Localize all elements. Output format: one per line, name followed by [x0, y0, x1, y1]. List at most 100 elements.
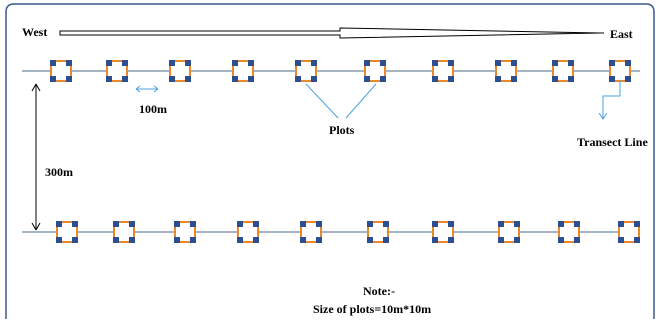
plot-corner-marker [174, 237, 180, 243]
plot-corner-marker [295, 76, 301, 82]
plot-corner-marker [174, 221, 180, 227]
row-gap-arrow [31, 83, 41, 231]
plot-corner-marker [169, 76, 175, 82]
plot-corner-marker [50, 76, 56, 82]
plot-corner-marker [498, 221, 504, 227]
plot-corner-marker [248, 60, 254, 66]
plot-corner-marker [295, 60, 301, 66]
plots-label: Plots [329, 123, 355, 137]
plot [367, 221, 389, 243]
plot-corner-marker [609, 60, 615, 66]
plot-corner-marker [367, 221, 373, 227]
note-title: Note:- [363, 284, 395, 298]
plot-corner-marker [634, 221, 640, 227]
plot [618, 221, 640, 243]
plot-corner-marker [511, 60, 517, 66]
plot [56, 221, 78, 243]
plot-corner-marker [56, 221, 62, 227]
plot-corner-marker [558, 237, 564, 243]
plot-corner-marker [232, 60, 238, 66]
plot-corner-marker [625, 60, 631, 66]
plot-corner-marker [568, 76, 574, 82]
plot-corner-marker [380, 60, 386, 66]
plot-corner-marker [300, 221, 306, 227]
plot [50, 60, 72, 82]
plot [232, 60, 254, 82]
spacing-label: 100m [139, 102, 167, 116]
plot-corner-marker [311, 60, 317, 66]
plot [552, 60, 574, 82]
plot-corner-marker [618, 237, 624, 243]
plot-corner-marker [634, 237, 640, 243]
plot-corner-marker [448, 237, 454, 243]
plot-corner-marker [625, 76, 631, 82]
plot-row-top [50, 60, 631, 82]
plots-callout [305, 83, 377, 119]
west-east-arrow [59, 27, 604, 39]
plot [495, 60, 517, 82]
east-label: East [610, 27, 633, 41]
plot-corner-marker [56, 237, 62, 243]
plot-corner-marker [432, 221, 438, 227]
plot-corner-marker [448, 60, 454, 66]
plot-corner-marker [253, 221, 259, 227]
plot-corner-marker [432, 237, 438, 243]
plot-corner-marker [367, 237, 373, 243]
plot-corner-marker [72, 221, 78, 227]
plot-corner-marker [66, 60, 72, 66]
plot-corner-marker [568, 60, 574, 66]
plot-corner-marker [253, 237, 259, 243]
plot-corner-marker [383, 237, 389, 243]
plot-corner-marker [232, 76, 238, 82]
plot-corner-marker [364, 76, 370, 82]
frame-border [5, 3, 655, 319]
plot-corner-marker [185, 76, 191, 82]
plot [174, 221, 196, 243]
plot [169, 60, 191, 82]
plot [295, 60, 317, 82]
west-label: West [22, 25, 48, 39]
plot-corner-marker [498, 237, 504, 243]
plot-corner-marker [552, 60, 558, 66]
plot-corner-marker [514, 237, 520, 243]
plot-corner-marker [574, 221, 580, 227]
plot [364, 60, 386, 82]
plot [498, 221, 520, 243]
plot [432, 60, 454, 82]
plot-corner-marker [129, 237, 135, 243]
plot-corner-marker [113, 221, 119, 227]
plot-corner-marker [122, 60, 128, 66]
plot-corner-marker [185, 60, 191, 66]
plot-corner-marker [311, 76, 317, 82]
note-text: Size of plots=10m*10m [313, 302, 432, 316]
plot [432, 221, 454, 243]
plot-corner-marker [72, 237, 78, 243]
plot-row-bottom [56, 221, 640, 243]
plot-corner-marker [50, 60, 56, 66]
plot-corner-marker [511, 76, 517, 82]
plot-corner-marker [237, 237, 243, 243]
plot-corner-marker [190, 237, 196, 243]
plot [558, 221, 580, 243]
plot-corner-marker [574, 237, 580, 243]
plot-corner-marker [106, 76, 112, 82]
plot-corner-marker [129, 221, 135, 227]
plot-corner-marker [122, 76, 128, 82]
plot-corner-marker [106, 60, 112, 66]
plot-corner-marker [380, 76, 386, 82]
plot-corner-marker [432, 60, 438, 66]
plot-corner-marker [558, 221, 564, 227]
plot-corner-marker [300, 237, 306, 243]
plot-corner-marker [495, 60, 501, 66]
plot-corner-marker [190, 221, 196, 227]
plot [106, 60, 128, 82]
plot [113, 221, 135, 243]
plot-corner-marker [618, 221, 624, 227]
spacing-arrow [135, 85, 159, 93]
plot-corner-marker [448, 76, 454, 82]
transect-pointer [598, 80, 621, 120]
plot-corner-marker [237, 221, 243, 227]
plot-corner-marker [495, 76, 501, 82]
plot-corner-marker [248, 76, 254, 82]
plot-corner-marker [169, 60, 175, 66]
